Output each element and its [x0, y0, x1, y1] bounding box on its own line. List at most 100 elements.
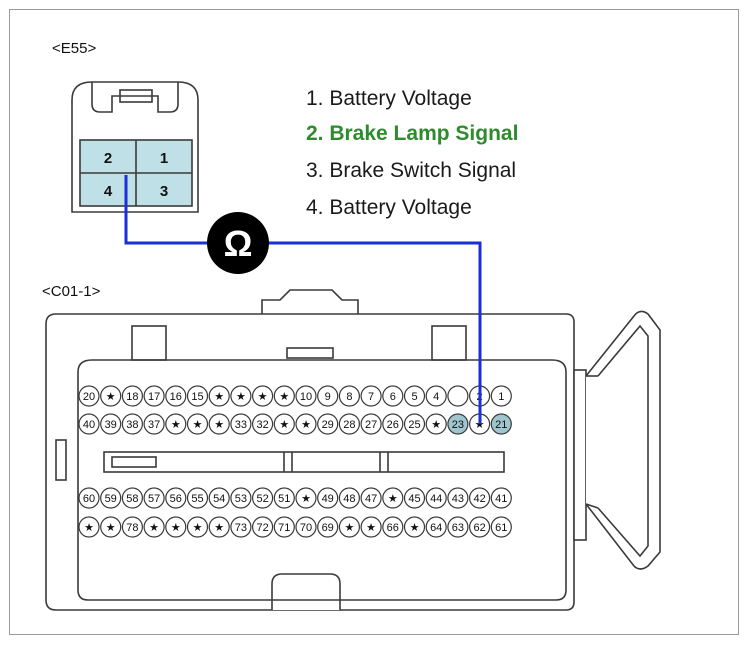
c01-pin-label: ★	[193, 522, 203, 534]
c01-pin-unused	[230, 385, 252, 407]
c01-pin-59	[100, 487, 122, 509]
c01-pin-label: ★	[344, 522, 354, 534]
c01-pin-label: ★	[214, 391, 224, 403]
c01-pin-label: ★	[388, 493, 398, 505]
c01-pin-unused	[165, 413, 187, 435]
c01-pin-55	[186, 487, 209, 509]
c01-pin-label: ★	[410, 522, 420, 534]
c01-pin-label: ★	[106, 522, 116, 534]
c01-pin-label: 39	[105, 419, 117, 431]
c01-pin-72	[252, 516, 274, 538]
c01-pin-label: 29	[322, 419, 334, 431]
c01-pin-label: 45	[408, 493, 420, 505]
c01-pin-unused	[273, 385, 295, 407]
c01-pin-unused	[100, 385, 122, 407]
legend-item-4: 4. Battery Voltage	[306, 196, 472, 219]
legend-item-3: 3. Brake Switch Signal	[306, 159, 516, 182]
legend-item-1: 1. Battery Voltage	[306, 87, 472, 110]
c01-pin-label: 9	[325, 391, 331, 403]
c01-pin-unused	[360, 516, 382, 538]
c01-connector	[45, 289, 575, 611]
c01-pin-label: 7	[368, 391, 374, 403]
c01-pin-label: 52	[256, 493, 268, 505]
c01-pin-unused	[186, 516, 209, 538]
c01-pin-45	[403, 487, 426, 509]
c01-pin-label: 56	[170, 493, 182, 505]
c01-pin-6	[382, 385, 404, 407]
c01-pin-label: 38	[126, 419, 138, 431]
c01-pin-37	[143, 413, 165, 435]
c01-pin-40	[78, 413, 100, 435]
c01-pin-33	[230, 413, 252, 435]
c01-pin-21	[490, 413, 512, 435]
c01-pin-53	[230, 487, 252, 509]
c01-pin-label: 48	[343, 493, 355, 505]
c01-pin-4	[425, 385, 447, 407]
c01-pin-label: ★	[193, 419, 203, 431]
c01-pin-label: 25	[408, 419, 420, 431]
c01-pin-label: ★	[366, 522, 376, 534]
c01-pin-38	[121, 413, 143, 435]
pin-legend: 1. Battery Voltage 2. Brake Lamp Signal …	[306, 87, 518, 219]
c01-pin-label: ★	[106, 391, 116, 403]
c01-pin-label: 26	[387, 419, 399, 431]
c01-pin-54	[208, 487, 230, 509]
c01-pin-label: 42	[473, 493, 485, 505]
c01-pin-label: 23	[452, 419, 464, 431]
c01-pin-label: 55	[191, 493, 203, 505]
c01-pin-unused	[208, 385, 230, 407]
c01-pin-label: 59	[105, 493, 117, 505]
c01-pin-42	[469, 487, 491, 509]
c01-pin-26	[382, 413, 404, 435]
ohmmeter-symbol: Ω	[207, 212, 269, 274]
c01-pin-label: 43	[452, 493, 464, 505]
c01-pin-label: 60	[83, 493, 95, 505]
c01-center-slots	[103, 451, 505, 473]
c01-latch	[573, 310, 661, 570]
c01-pin-unused	[273, 413, 295, 435]
c01-pin-78	[121, 516, 143, 538]
c01-pin-41	[490, 487, 512, 509]
c01-pin-label: 28	[343, 419, 355, 431]
c01-pin-label: 33	[235, 419, 247, 431]
c01-pin-52	[252, 487, 274, 509]
c01-pin-unused	[382, 487, 404, 509]
c01-pin-label: 73	[235, 522, 247, 534]
c01-pin-10	[295, 385, 317, 407]
c01-pin-label: ★	[84, 522, 94, 534]
c01-pin-label: 71	[278, 522, 290, 534]
c01-pin-25	[403, 413, 426, 435]
c01-pin-23	[447, 413, 469, 435]
c01-pin-label: 57	[148, 493, 160, 505]
c01-pin-label: 41	[495, 493, 507, 505]
c01-pin-label: 58	[126, 493, 138, 505]
c01-pin-label: ★	[171, 522, 181, 534]
c01-pin-17	[143, 385, 165, 407]
c01-pin-unused	[403, 516, 426, 538]
c01-pin-64	[425, 516, 447, 538]
e55-pin-3: 3	[160, 183, 168, 200]
c01-pin-16	[165, 385, 187, 407]
c01-pin-57	[143, 487, 165, 509]
e55-label: <E55>	[52, 40, 96, 57]
c01-pin-32	[252, 413, 274, 435]
c01-pin-62	[469, 516, 491, 538]
c01-pin-label: 61	[495, 522, 507, 534]
c01-pin-73	[230, 516, 252, 538]
c01-pin-label: 53	[235, 493, 247, 505]
c01-pin-label: 40	[83, 419, 95, 431]
e55-pin-4: 4	[104, 183, 113, 200]
c01-pin-unused	[295, 413, 317, 435]
c01-pin-58	[121, 487, 143, 509]
c01-pin-label: 32	[256, 419, 268, 431]
c01-pin-label: ★	[258, 391, 268, 403]
c01-pin-49	[317, 487, 339, 509]
measurement-wire	[124, 175, 482, 424]
c01-pin-unused	[143, 516, 165, 538]
c01-pin-9	[317, 385, 339, 407]
c01-pin-label: ★	[279, 419, 289, 431]
e55-pin-1: 1	[160, 150, 168, 167]
c01-pin-5	[403, 385, 426, 407]
